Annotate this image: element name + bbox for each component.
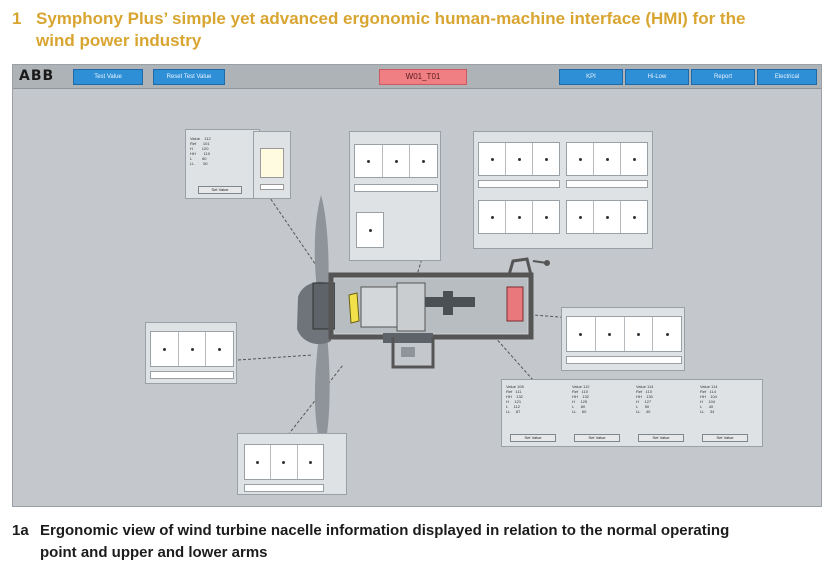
generator-temperature-panel — [561, 307, 685, 371]
trend-cell — [621, 143, 647, 175]
trend-cell — [506, 201, 533, 233]
trend-cell — [621, 201, 647, 233]
trend-cell — [206, 332, 233, 366]
electrical-button[interactable]: Electrical — [757, 69, 817, 85]
phase-values-4: Value 114 Ref 114 HH 104 H 104 L 40 LL 3… — [700, 384, 718, 414]
test-value-button[interactable]: Test Value — [73, 69, 143, 85]
tower-panel — [237, 433, 347, 495]
phase-values-3: Value 114 Ref 110 HH 130 H 127 L 50 LL 4… — [636, 384, 654, 414]
trend-cell — [271, 445, 298, 479]
trend-cell — [596, 317, 625, 351]
phase-values-panel: Value 108 Ref 111 HH 132 H 121 L 112 LL … — [501, 379, 763, 447]
trend-cell — [383, 145, 411, 177]
reset-test-value-button[interactable]: Reset Test Value — [153, 69, 225, 85]
main-bearing-values — [354, 184, 438, 192]
phase1-set-value-button[interactable]: Set Value — [510, 434, 556, 442]
rotor-set-value-button[interactable]: Set Value — [198, 186, 242, 194]
phase4-set-value-button[interactable]: Set Value — [702, 434, 748, 442]
caption-line2: point and upper and lower arms — [40, 544, 268, 561]
trend-cell — [567, 143, 594, 175]
caption-line1: Ergonomic view of wind turbine nacelle i… — [40, 522, 730, 539]
trend-cell — [533, 201, 559, 233]
hmi-screen: ABB Test Value Reset Test Value W01_T01 … — [12, 64, 822, 507]
turbine-id-title: W01_T01 — [379, 69, 467, 85]
trend-cell — [567, 201, 594, 233]
trend-cell — [179, 332, 207, 366]
trend-cell — [653, 317, 681, 351]
trend-cell — [151, 332, 179, 366]
figure-caption: 1a Ergonomic view of wind turbine nacelle… — [12, 520, 827, 564]
phase-values-1: Value 108 Ref 111 HH 132 H 121 L 112 LL … — [506, 384, 524, 414]
pitch-trend — [150, 331, 234, 367]
tower-trend — [244, 444, 324, 480]
figure-number: 1 — [12, 9, 22, 28]
gearbox-trend-2 — [566, 142, 648, 176]
abb-logo: ABB — [19, 68, 55, 84]
gearbox-temperature-panel — [473, 131, 653, 249]
trend-cell — [479, 201, 506, 233]
trend-cell — [357, 213, 383, 247]
pitch-panel — [145, 322, 237, 384]
figure-title-line2: wind power industry — [36, 31, 202, 50]
rotor-gauge-panel — [253, 131, 291, 199]
trend-cell — [594, 201, 621, 233]
trend-cell — [625, 317, 654, 351]
rotor-gauge-readout — [260, 184, 284, 190]
gearbox-trend-3 — [478, 200, 560, 234]
trend-cell — [533, 143, 559, 175]
kpi-button[interactable]: KPI — [559, 69, 623, 85]
shaft-trend — [356, 212, 384, 248]
figure-title: 1 Symphony Plus’ simple yet advanced ergo… — [12, 8, 822, 52]
hmi-toolbar: ABB Test Value Reset Test Value W01_T01 … — [13, 65, 821, 89]
trend-cell — [479, 143, 506, 175]
phase3-set-value-button[interactable]: Set Value — [638, 434, 684, 442]
gearbox-values-2 — [566, 180, 648, 188]
trend-cell — [298, 445, 323, 479]
rotor-values-list: Value 112 Ref 101 H 120 HH 110 L 60 LL 5… — [190, 136, 211, 166]
phase2-set-value-button[interactable]: Set Value — [574, 434, 620, 442]
hi-low-button[interactable]: Hi-Low — [625, 69, 689, 85]
caption-number: 1a — [12, 522, 29, 539]
trend-cell — [594, 143, 621, 175]
report-button[interactable]: Report — [691, 69, 755, 85]
main-bearing-trend — [354, 144, 438, 178]
turbine-nacelle-drawing — [237, 194, 599, 455]
figure-title-line1: Symphony Plus’ simple yet advanced ergon… — [36, 9, 746, 28]
tower-values — [244, 484, 324, 492]
generator-values — [566, 356, 682, 364]
trend-cell — [567, 317, 596, 351]
gearbox-values-1 — [478, 180, 560, 188]
gearbox-trend-4 — [566, 200, 648, 234]
gearbox-trend-1 — [478, 142, 560, 176]
trend-cell — [355, 145, 383, 177]
pitch-values — [150, 371, 234, 379]
trend-cell — [410, 145, 437, 177]
rotor-values-panel: Value 112 Ref 101 H 120 HH 110 L 60 LL 5… — [185, 129, 260, 199]
trend-cell — [506, 143, 533, 175]
trend-cell — [245, 445, 272, 479]
main-bearing-panel — [349, 131, 441, 261]
generator-trend — [566, 316, 682, 352]
rotor-gauge — [260, 148, 284, 178]
phase-values-2: Value 112 Ref 110 HH 132 H 125 L 80 LL 6… — [572, 384, 590, 414]
